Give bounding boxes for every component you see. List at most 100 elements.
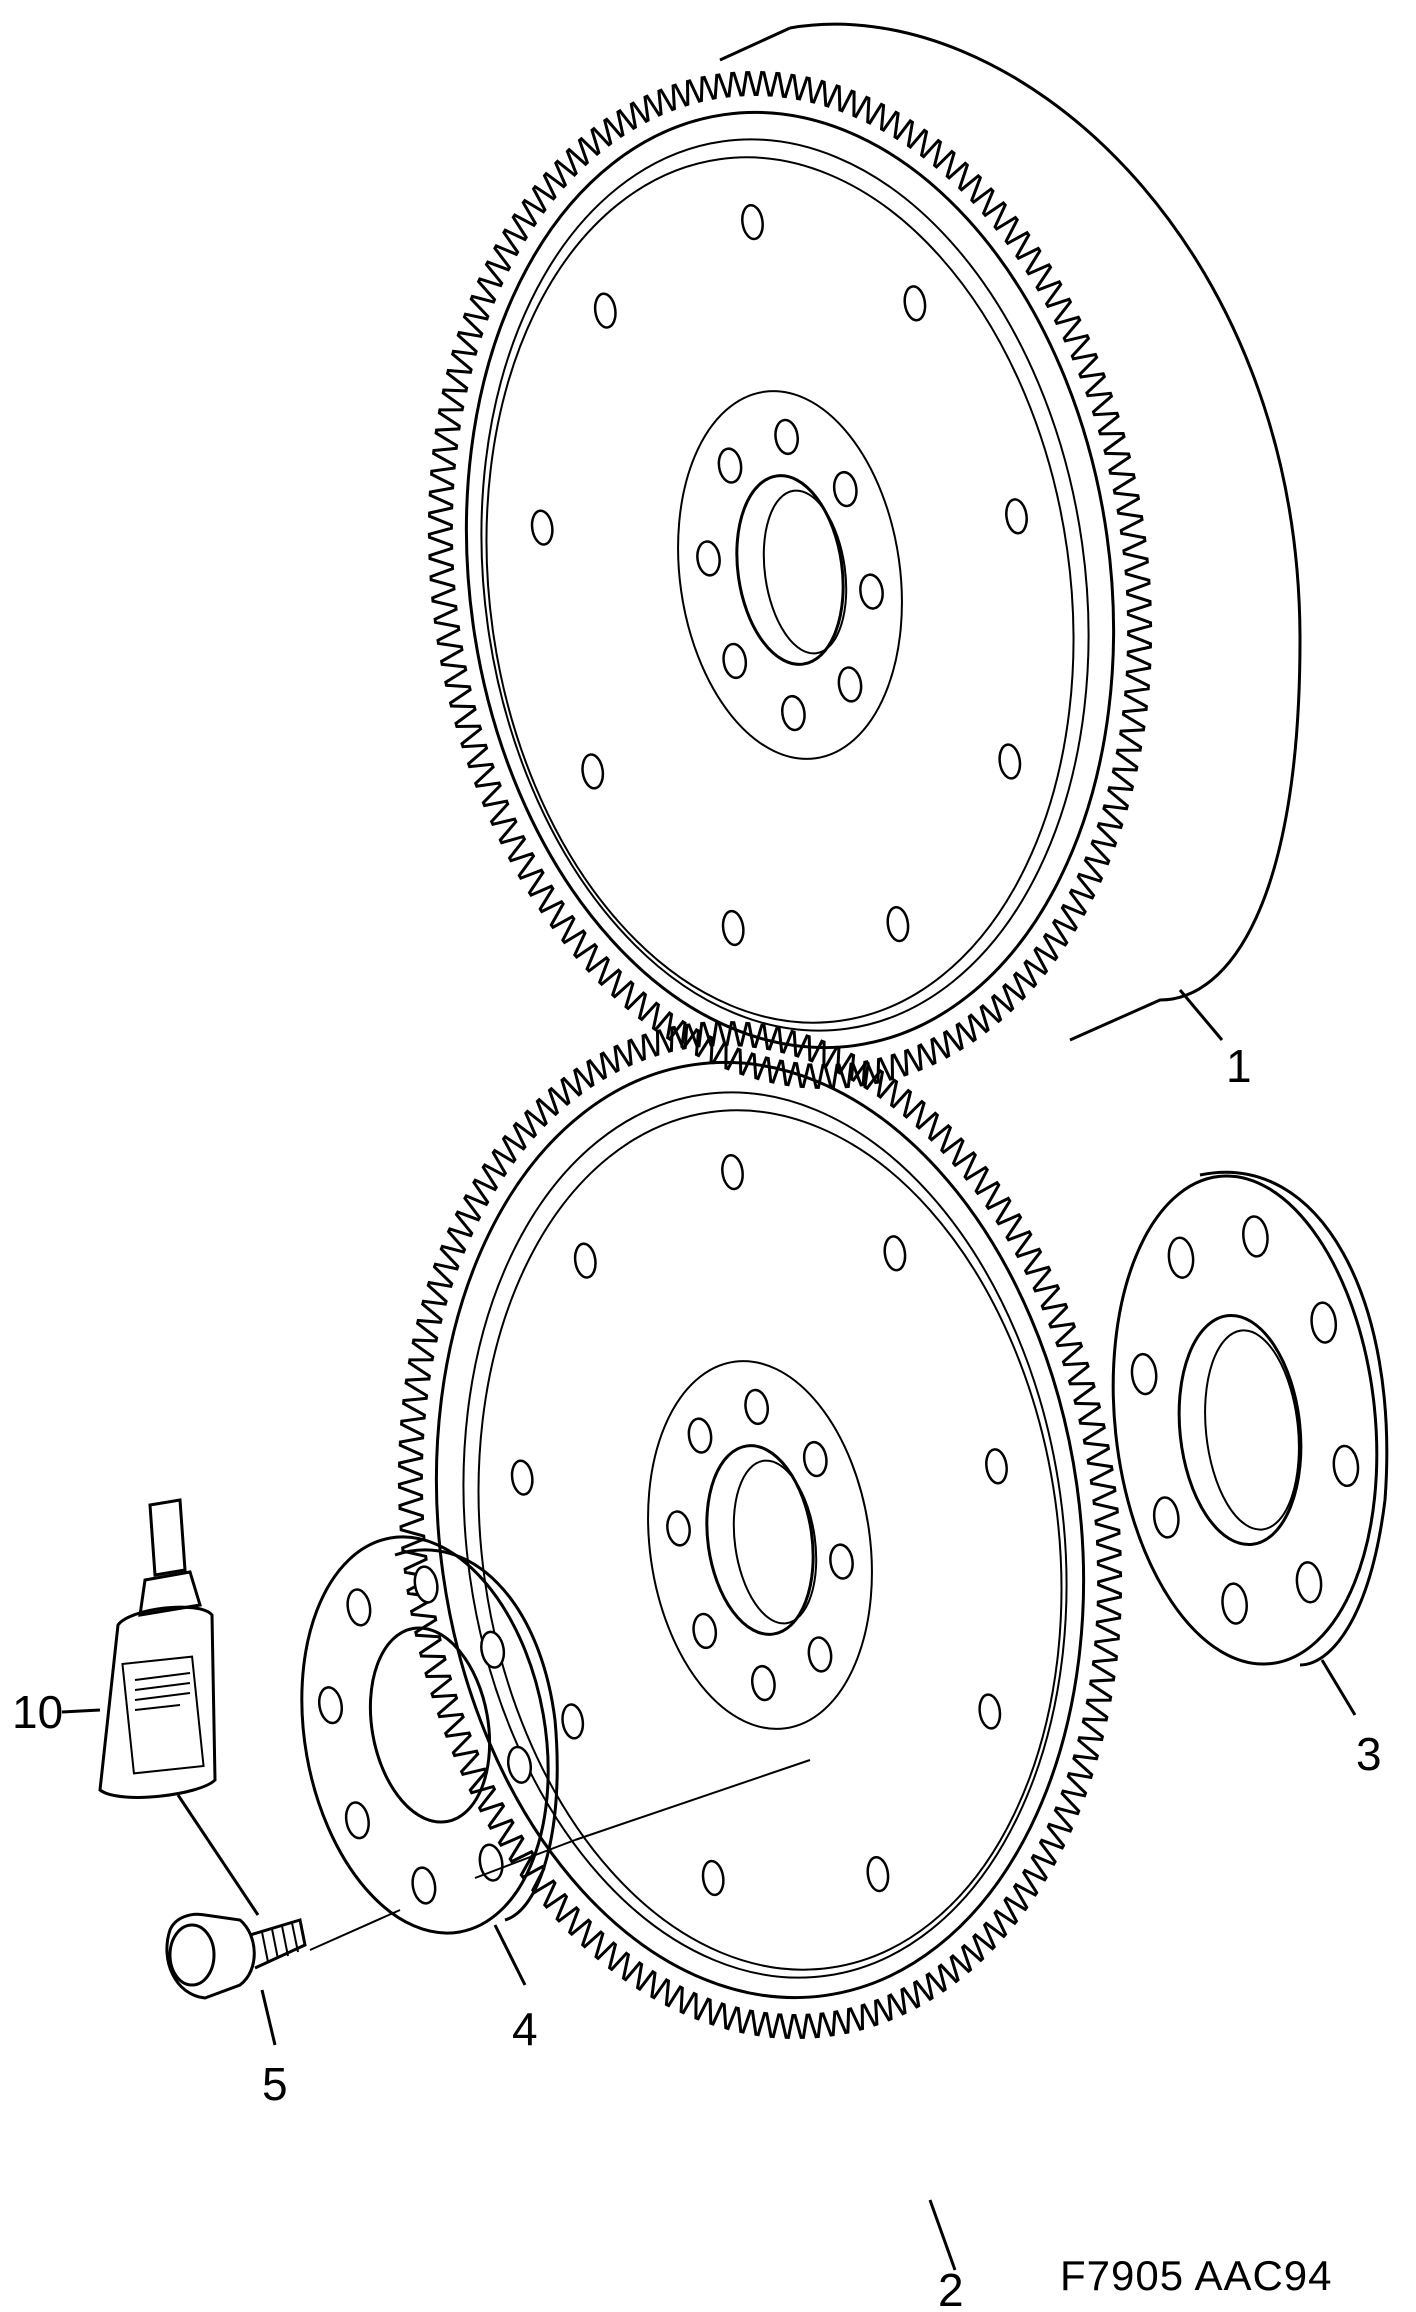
- face-hole: [985, 1448, 1008, 1485]
- callout-4: 4: [512, 2003, 538, 2055]
- flywheel-2-face-holes: [510, 1153, 1008, 1897]
- callout-1: 1: [1226, 1040, 1252, 1092]
- face-hole: [903, 285, 927, 322]
- hub-bolt-hole: [802, 1440, 828, 1478]
- leader-line-10-bottle: [176, 1794, 260, 1916]
- plate-bolt-hole: [1310, 1301, 1338, 1344]
- hub-bolt-hole: [751, 1664, 776, 1702]
- flywheel-1-ring-gear: [427, 71, 1153, 1089]
- hub-bolt-hole: [859, 573, 884, 610]
- hub-bolt-hole: [687, 1417, 713, 1454]
- plate-4-bolt-holes: [317, 1565, 533, 1905]
- hub-bolt-hole: [696, 540, 721, 577]
- flywheel-1-hub-bolt-holes: [696, 418, 884, 732]
- face-hole: [886, 905, 910, 943]
- plate-bolt-hole: [1152, 1496, 1180, 1539]
- flywheel-1-ring-inner: [464, 110, 1116, 1050]
- plate-bolt-hole: [346, 1588, 372, 1627]
- plate-3-bore-inner: [1204, 1329, 1300, 1531]
- leader-line-1: [1178, 989, 1224, 1041]
- flywheel-1-rim-back: [719, 26, 791, 62]
- face-hole: [561, 1703, 585, 1740]
- hub-bolt-hole: [829, 1543, 854, 1580]
- plate-bolt-hole: [1221, 1582, 1248, 1625]
- face-hole: [721, 909, 745, 947]
- alignment-line-flywheel: [574, 1759, 811, 1841]
- face-hole: [1005, 498, 1028, 535]
- alignment-line-plate: [474, 1839, 576, 1879]
- face-hole: [581, 753, 605, 790]
- flywheel-1-body-outline: [789, 22, 1302, 1042]
- face-hole: [701, 1859, 725, 1897]
- face-hole: [883, 1235, 907, 1272]
- plate-3-face: [1111, 1174, 1379, 1666]
- threadlocker-bottle-part-10: [98, 1498, 217, 1799]
- hub-bolt-hole: [666, 1510, 691, 1547]
- plate-3-edge: [1199, 1170, 1389, 1667]
- face-hole: [721, 1153, 744, 1191]
- hub-bolt-hole: [781, 694, 806, 732]
- alignment-line-bolt: [309, 1909, 401, 1951]
- flywheel-1-face-holes: [530, 203, 1028, 947]
- flywheel-1-center-bore: [735, 474, 845, 666]
- callout-5: 5: [262, 2058, 288, 2110]
- plate-3-bolt-holes: [1130, 1215, 1360, 1625]
- leader-line-5: [260, 1989, 277, 2046]
- face-hole: [573, 1242, 597, 1279]
- bolt-5-shank: [249, 1918, 307, 1970]
- hub-bolt-hole: [744, 1388, 769, 1426]
- bolt-5-threads: [261, 1922, 299, 1963]
- flywheel-1-hub-plate: [677, 390, 903, 760]
- hub-bolt-hole: [832, 470, 858, 508]
- flywheel-2-ring-inner: [434, 1060, 1086, 2000]
- flywheel-2-center-bore-inner: [732, 1459, 818, 1625]
- flywheel-part-1: [427, 22, 1302, 1089]
- leader-line-3: [1320, 1659, 1357, 1716]
- callout-2: 2: [938, 2264, 964, 2312]
- gear-teeth: [397, 1021, 1123, 2039]
- flywheel-2-hub-bolt-holes: [666, 1388, 854, 1702]
- plate-bolt-hole: [478, 1843, 504, 1882]
- plate-4-bore: [368, 1626, 492, 1824]
- plate-bolt-hole: [1242, 1215, 1269, 1258]
- hub-bolt-hole: [717, 447, 743, 484]
- leader-line-10: [61, 1708, 101, 1714]
- face-hole: [741, 203, 764, 241]
- hub-bolt-hole: [837, 666, 863, 703]
- bolt-5-head: [165, 1912, 256, 2000]
- flywheel-1-face-outer: [480, 138, 1090, 1032]
- flywheel-1-face-inner: [485, 156, 1075, 1024]
- plate-part-4: [300, 1535, 559, 1935]
- plate-bolt-hole: [1130, 1352, 1158, 1396]
- flywheel-2-center-bore: [705, 1444, 815, 1636]
- face-hole: [998, 743, 1022, 780]
- hub-bolt-hole: [692, 1612, 718, 1650]
- callout-3: 3: [1356, 1728, 1382, 1780]
- bottle-10-label-text: [134, 1672, 191, 1711]
- callout-10: 10: [12, 1686, 63, 1738]
- face-hole: [978, 1693, 1002, 1730]
- face-hole: [510, 1459, 534, 1496]
- face-hole: [593, 292, 617, 329]
- flywheel-part-2: [397, 1021, 1123, 2039]
- face-hole: [530, 509, 554, 546]
- gear-teeth: [427, 71, 1153, 1089]
- leader-line-2: [928, 2199, 957, 2271]
- plate-bolt-hole: [344, 1801, 370, 1840]
- plate-bolt-hole: [1295, 1561, 1323, 1604]
- bottle-10-cap: [148, 1498, 187, 1577]
- plate-bolt-hole: [1332, 1444, 1360, 1488]
- flywheel-1-center-bore-inner: [762, 489, 848, 655]
- leader-line-4: [493, 1924, 527, 1986]
- plate-4-face: [300, 1535, 550, 1935]
- bolt-5-torx-recess: [168, 1923, 216, 1987]
- hub-bolt-hole: [807, 1636, 833, 1673]
- hub-bolt-hole: [774, 418, 799, 456]
- bolt-part-5: [165, 1912, 307, 2000]
- drawing-code: F7905 AAC94: [1060, 2252, 1333, 2299]
- plate-bolt-hole: [411, 1866, 437, 1905]
- plate-bolt-hole: [413, 1565, 439, 1604]
- plate-bolt-hole: [480, 1630, 506, 1669]
- flywheel-2-hub-plate: [647, 1360, 873, 1730]
